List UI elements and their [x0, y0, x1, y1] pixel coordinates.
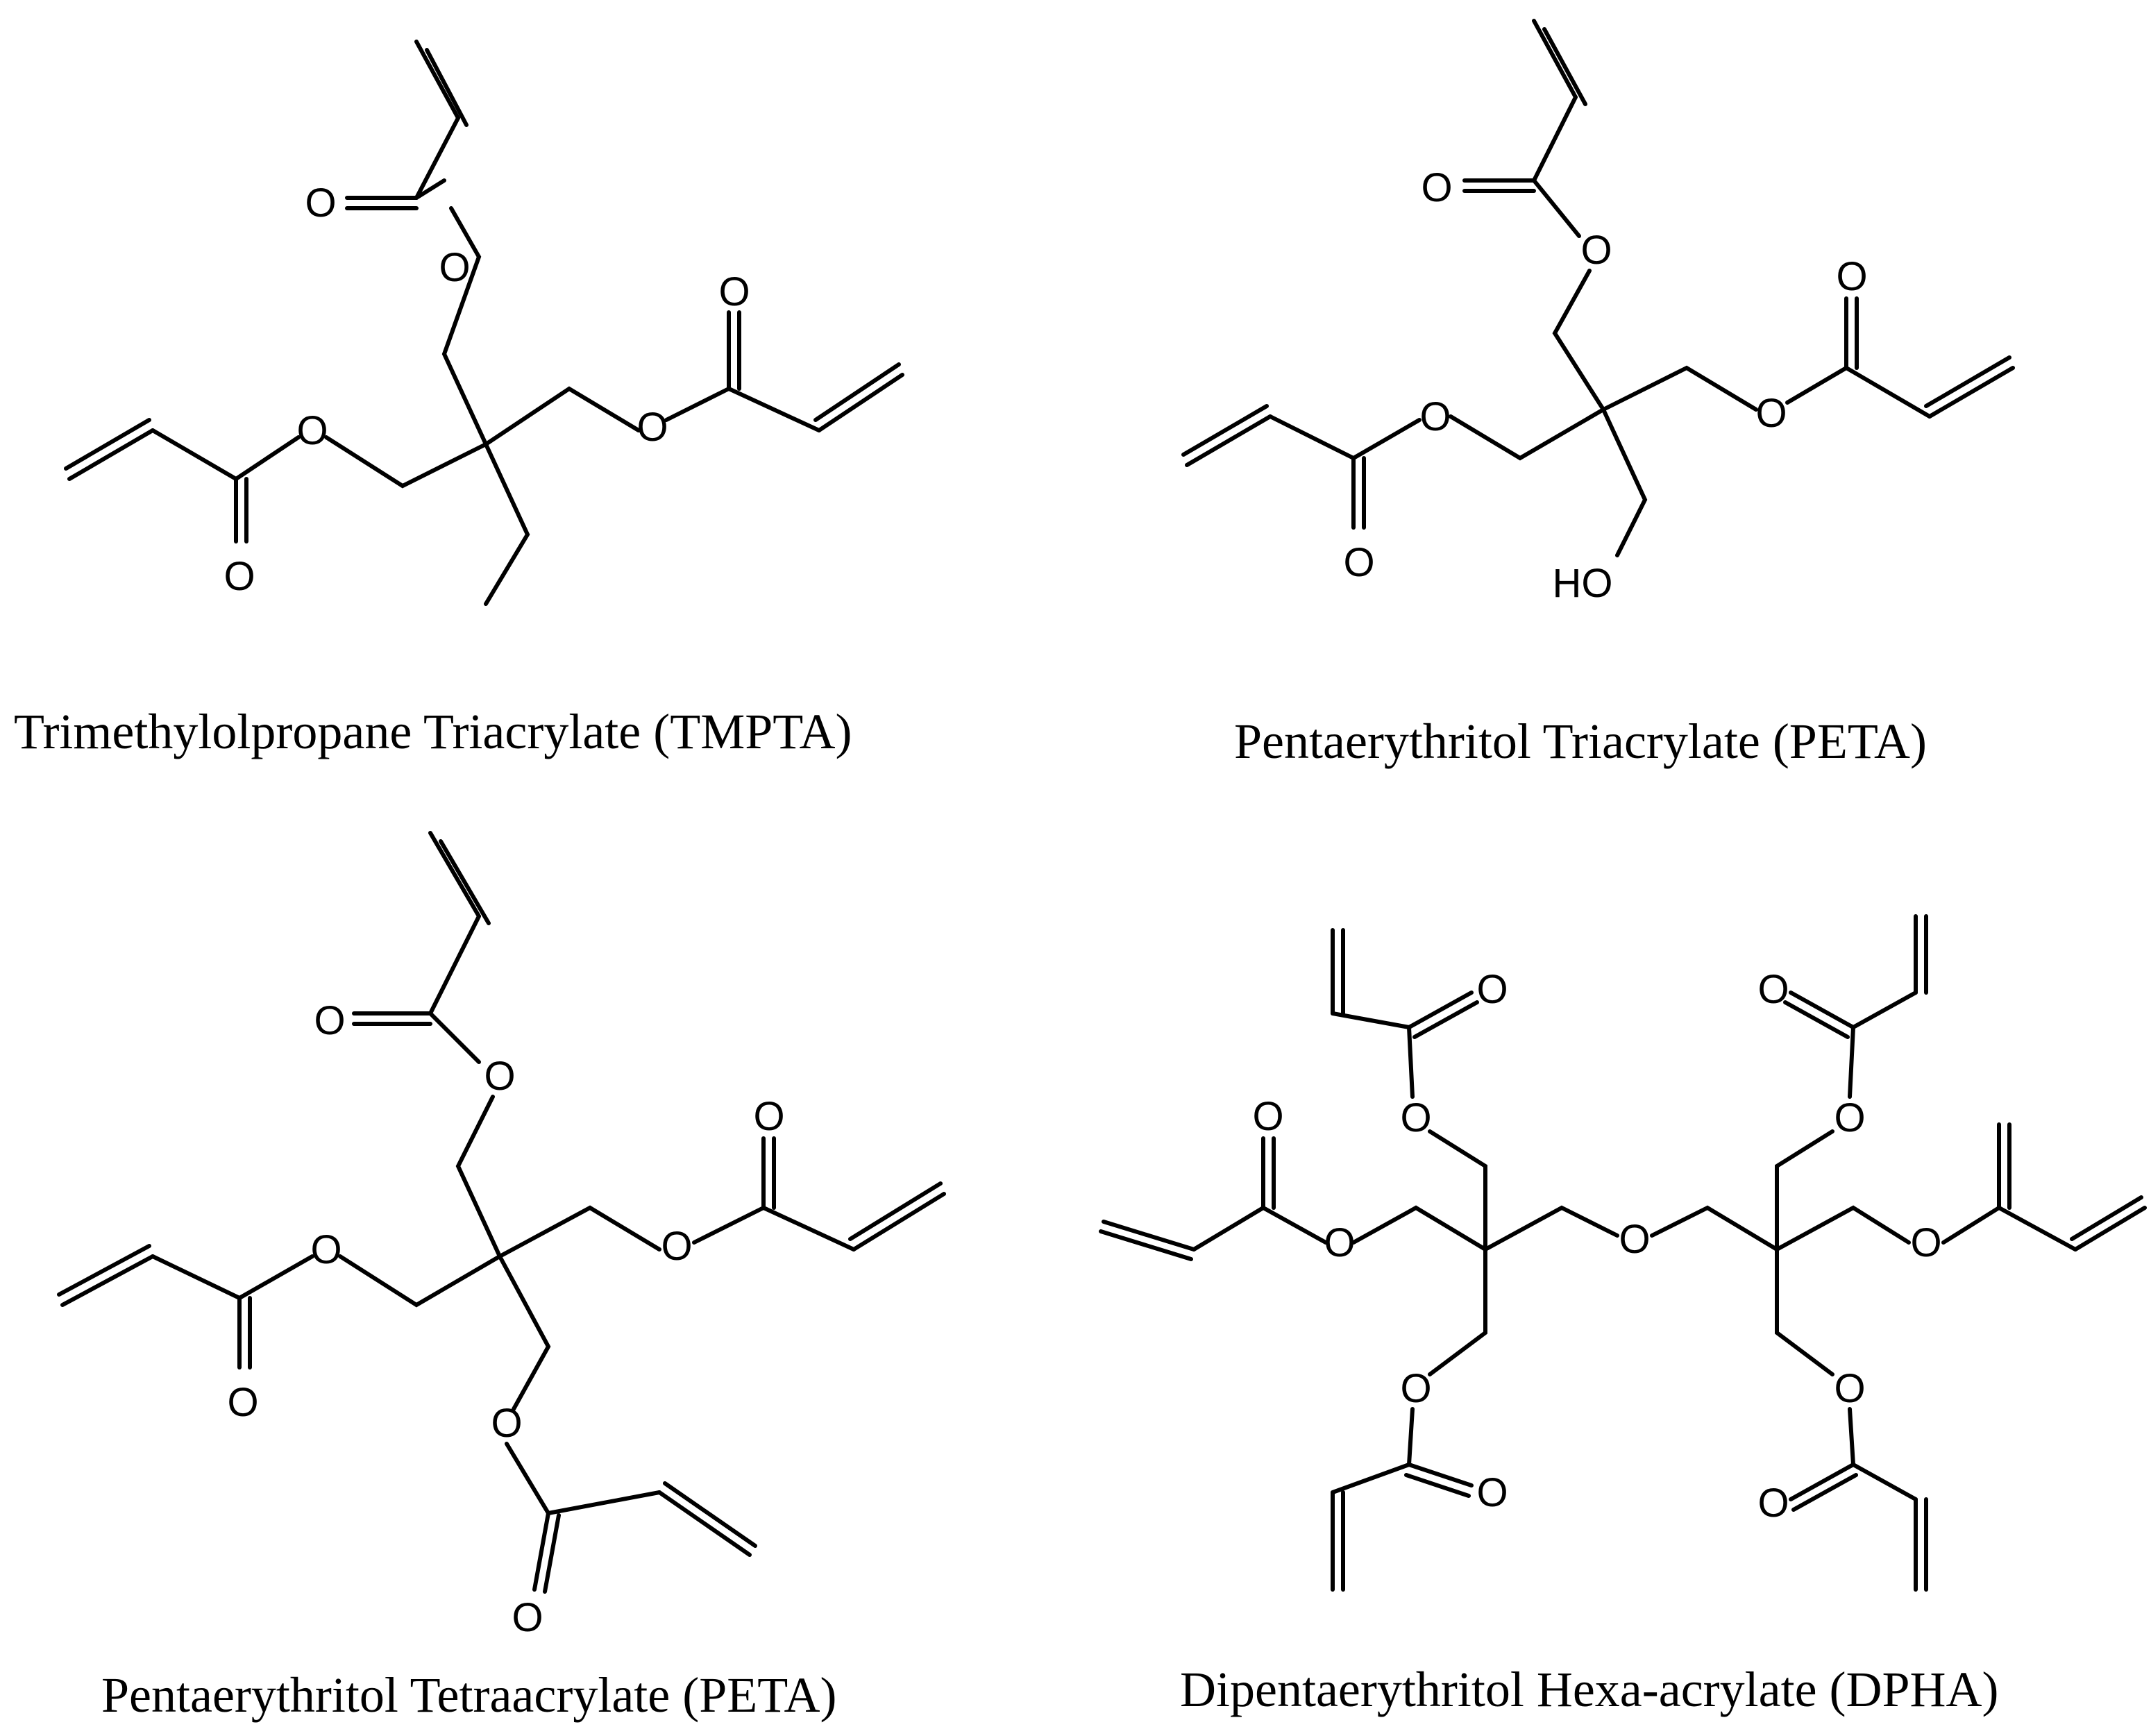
caption-tmpta: Trimethylolpropane Triacrylate (TMPTA) — [14, 704, 852, 759]
peta3-atom-labels: O O O O O O HO — [1343, 165, 1867, 606]
dpha-atom-labels: O O O O O O O O O O O O — [1252, 967, 1941, 1526]
atom-o: O — [223, 554, 255, 599]
atom-o: O — [1755, 391, 1787, 436]
atom-o: O — [1419, 394, 1451, 439]
atom-o: O — [1421, 165, 1452, 210]
atom-o: O — [718, 269, 750, 314]
atom-o: O — [753, 1094, 784, 1139]
atom-o: O — [1757, 967, 1789, 1012]
molecule-tmpta — [64, 40, 904, 606]
caption-peta-tetraacrylate: Pentaerythritol Tetraacrylate (PETA) — [101, 1667, 837, 1723]
atom-o: O — [1343, 540, 1374, 585]
atom-o: O — [1834, 1366, 1865, 1411]
atom-o: O — [227, 1380, 258, 1425]
molecule-dpha — [1099, 914, 2147, 1592]
atom-o: O — [1400, 1366, 1431, 1411]
atom-o: O — [512, 1595, 543, 1640]
caption-peta-triacrylate: Pentaerythritol Triacrylate (PETA) — [1234, 714, 1928, 769]
atom-o: O — [439, 245, 470, 290]
atom-o: O — [305, 180, 336, 226]
atom-o: O — [1619, 1217, 1650, 1262]
atom-o: O — [1834, 1095, 1865, 1140]
atom-o: O — [1252, 1094, 1283, 1139]
molecule-peta-tetraacrylate — [57, 831, 946, 1594]
caption-dpha: Dipentaerythritol Hexa-acrylate (DPHA) — [1180, 1662, 1999, 1717]
atom-o: O — [310, 1227, 341, 1272]
atom-o: O — [1836, 254, 1867, 299]
atom-o: O — [314, 998, 345, 1043]
atom-ho: HO — [1553, 561, 1613, 606]
atom-o: O — [484, 1054, 515, 1099]
atom-o: O — [661, 1224, 692, 1269]
molecule-peta-triacrylate — [1181, 19, 2015, 557]
atom-o: O — [1580, 228, 1612, 273]
atom-o: O — [1910, 1220, 1941, 1265]
atom-o: O — [1757, 1481, 1789, 1526]
atom-o: O — [1400, 1095, 1431, 1140]
tmpta-atom-labels: O O O O O O — [223, 180, 750, 599]
atom-o: O — [491, 1401, 522, 1446]
peta4-atom-labels: O O O O O O O O — [227, 998, 784, 1640]
atom-o: O — [1476, 1470, 1508, 1515]
atom-o: O — [1476, 967, 1508, 1012]
atom-o: O — [1324, 1220, 1355, 1265]
atom-o: O — [636, 405, 668, 450]
atom-o: O — [296, 408, 328, 453]
